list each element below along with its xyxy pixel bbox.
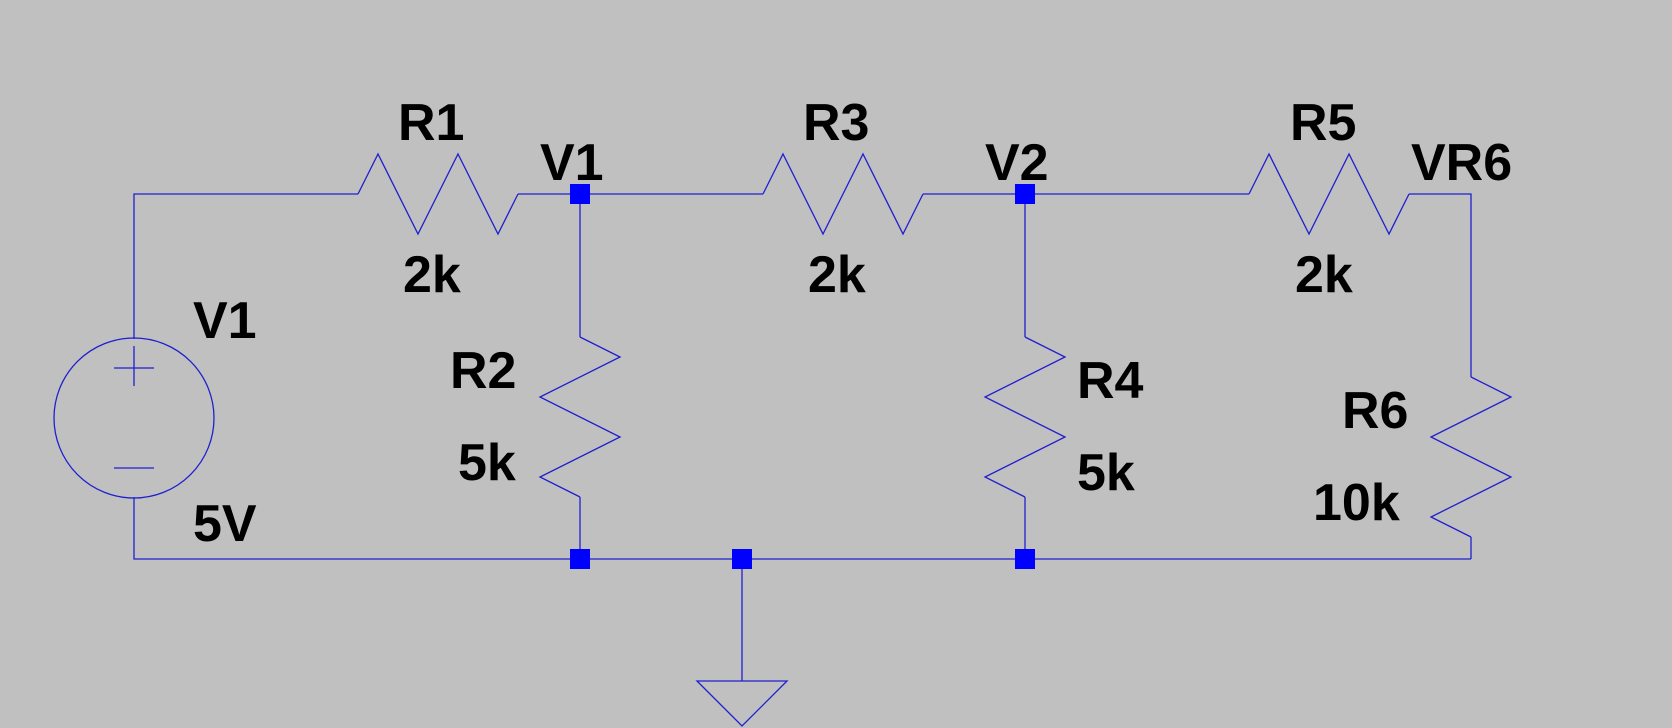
wire-source-bottom <box>133 497 1471 560</box>
r4-value-label: 5k <box>1077 444 1135 502</box>
junction-r2-bottom <box>570 549 590 569</box>
resistor-r1-symbol <box>357 152 519 236</box>
junction-v1-node <box>570 184 590 204</box>
resistor-r6-symbol <box>1429 376 1513 538</box>
labels: V1 5V R1 2k R2 5k R3 2k R4 5k R5 2k R6 1… <box>193 94 1512 553</box>
wire-left-top <box>133 193 358 339</box>
r6-name-label: R6 <box>1342 382 1408 440</box>
r6-value-label: 10k <box>1313 474 1400 532</box>
r1-value-label: 2k <box>403 246 461 304</box>
r5-name-label: R5 <box>1290 94 1356 152</box>
r1-name-label: R1 <box>398 94 464 152</box>
source-value-label: 5V <box>193 495 257 553</box>
ground-icon <box>695 680 789 727</box>
net-label-v2: V2 <box>985 134 1049 192</box>
junction-ground <box>732 549 752 569</box>
junction-v2-node <box>1015 184 1035 204</box>
r2-value-label: 5k <box>458 434 516 492</box>
r2-name-label: R2 <box>450 342 516 400</box>
r3-name-label: R3 <box>803 94 869 152</box>
wires <box>133 193 1472 681</box>
r5-value-label: 2k <box>1295 246 1353 304</box>
voltage-source-v1 <box>53 337 215 499</box>
wire-r5-right <box>1409 193 1472 377</box>
resistor-r2-symbol <box>538 336 622 498</box>
net-label-v1: V1 <box>540 134 604 192</box>
r3-value-label: 2k <box>808 246 866 304</box>
source-name-label: V1 <box>193 292 257 350</box>
r4-name-label: R4 <box>1077 352 1144 410</box>
resistor-r4-symbol <box>983 336 1067 498</box>
junction-r4-bottom <box>1015 549 1035 569</box>
plus-sign-icon <box>114 346 154 386</box>
junctions <box>570 184 1035 569</box>
voltage-source-circle <box>53 337 215 499</box>
resistor-r5-symbol <box>1248 152 1410 236</box>
resistor-r3-symbol <box>762 152 924 236</box>
net-label-vr6: VR6 <box>1411 134 1512 192</box>
